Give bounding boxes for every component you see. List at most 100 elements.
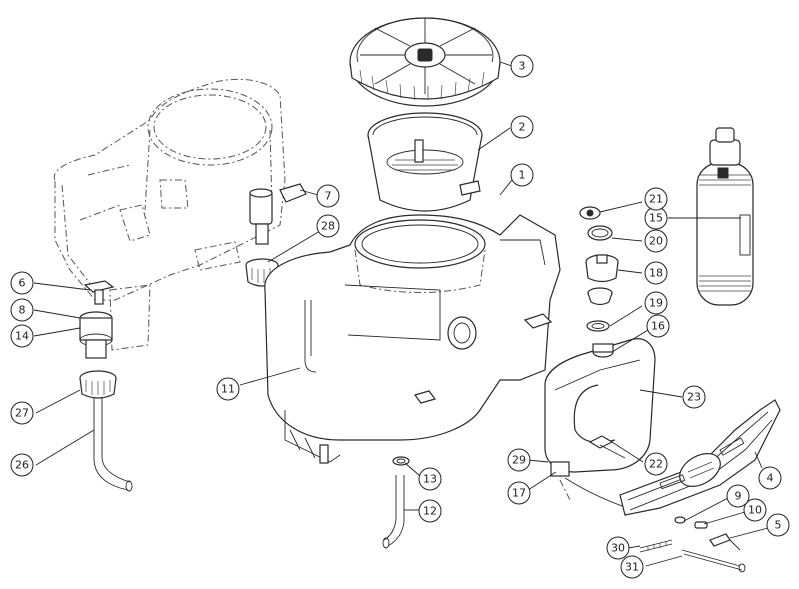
part-1-main-tank: [264, 214, 561, 464]
callout-circle: [418, 467, 442, 491]
callout-10: 10: [743, 498, 767, 522]
callout-number: 1: [519, 169, 526, 182]
callout-circle: [743, 498, 767, 522]
callout-16: 16: [646, 314, 670, 338]
callout-circle: [507, 448, 531, 472]
callout-number: 21: [649, 193, 663, 206]
callout-circle: [10, 271, 34, 295]
callout-number: 3: [519, 60, 526, 73]
callout-27: 27: [10, 401, 34, 425]
callout-20: 20: [644, 229, 668, 253]
callout-5: 5: [766, 513, 790, 537]
callout-3: 3: [510, 54, 534, 78]
callout-circle: [682, 385, 706, 409]
callout-26: 26: [10, 453, 34, 477]
callout-number: 15: [649, 212, 663, 225]
callout-30: 30: [606, 536, 630, 560]
callout-4: 4: [758, 466, 782, 490]
part-13-12: [382, 456, 410, 549]
callout-number: 20: [649, 235, 663, 248]
callout-21: 21: [644, 187, 668, 211]
callout-number: 4: [767, 472, 774, 485]
callout-11: 11: [216, 377, 240, 401]
callout-number: 31: [625, 561, 639, 574]
callout-number: 28: [321, 220, 335, 233]
callout-number: 9: [735, 490, 742, 503]
callout-1: 1: [510, 163, 534, 187]
callout-circle: [10, 453, 34, 477]
callout-number: 2: [519, 121, 526, 134]
callout-17: 17: [507, 481, 531, 505]
small-hardware: [639, 516, 746, 573]
callout-2: 2: [510, 115, 534, 139]
callout-circle: [418, 499, 442, 523]
callout-circle: [646, 314, 670, 338]
callout-circle: [644, 452, 668, 476]
callout-number: 10: [748, 504, 762, 517]
parts-21-20-18-19: [579, 206, 619, 332]
callout-circle: [510, 115, 534, 139]
part-7-28: [245, 183, 307, 287]
callout-circle: [620, 555, 644, 579]
callout-29: 29: [507, 448, 531, 472]
part-2-basket: [367, 112, 483, 232]
callout-circle: [10, 298, 34, 322]
callout-number: 17: [512, 487, 526, 500]
callout-23: 23: [682, 385, 706, 409]
callout-circle: [507, 481, 531, 505]
callouts: 1234567891011121314151617181920212223262…: [10, 54, 790, 579]
callout-14: 14: [10, 324, 34, 348]
callout-circle: [766, 513, 790, 537]
callout-19: 19: [644, 291, 668, 315]
callout-circle: [10, 401, 34, 425]
callout-number: 11: [221, 383, 235, 396]
part-4-plate: [619, 399, 781, 516]
callout-number: 8: [19, 304, 26, 317]
callout-15: 15: [644, 206, 668, 230]
callout-number: 12: [423, 505, 437, 518]
callout-circle: [758, 466, 782, 490]
callout-circle: [644, 187, 668, 211]
callout-number: 23: [687, 391, 701, 404]
left-tank-dashed: [53, 78, 286, 351]
callout-circle: [216, 377, 240, 401]
callout-number: 7: [325, 190, 332, 203]
callout-number: 18: [649, 267, 663, 280]
callout-number: 29: [512, 454, 526, 467]
callout-circle: [510, 163, 534, 187]
left-valve-assembly: [79, 280, 115, 359]
callout-9: 9: [726, 484, 750, 508]
callout-circle: [606, 536, 630, 560]
callout-6: 6: [10, 271, 34, 295]
callout-circle: [10, 324, 34, 348]
callout-7: 7: [316, 184, 340, 208]
part-15-bottle: [696, 127, 754, 306]
leader-lines: [33, 61, 769, 567]
callout-18: 18: [644, 261, 668, 285]
part-27-26: [79, 370, 133, 492]
callout-8: 8: [10, 298, 34, 322]
callout-number: 13: [423, 473, 437, 486]
callout-circle: [316, 184, 340, 208]
callout-circle: [644, 291, 668, 315]
callout-number: 26: [15, 459, 29, 472]
callout-31: 31: [620, 555, 644, 579]
callout-28: 28: [316, 214, 340, 238]
part-3-lid: [349, 17, 501, 107]
callout-22: 22: [644, 452, 668, 476]
callout-number: 6: [19, 277, 26, 290]
callout-number: 14: [15, 330, 29, 343]
callout-number: 27: [15, 407, 29, 420]
callout-number: 19: [649, 297, 663, 310]
callout-number: 30: [611, 542, 625, 555]
callout-number: 5: [775, 519, 782, 532]
part-16-small-tank: [544, 338, 656, 513]
callout-circle: [726, 484, 750, 508]
callout-number: 22: [649, 458, 663, 471]
callout-12: 12: [418, 499, 442, 523]
callout-circle: [510, 54, 534, 78]
callout-number: 16: [651, 320, 665, 333]
callout-circle: [644, 229, 668, 253]
